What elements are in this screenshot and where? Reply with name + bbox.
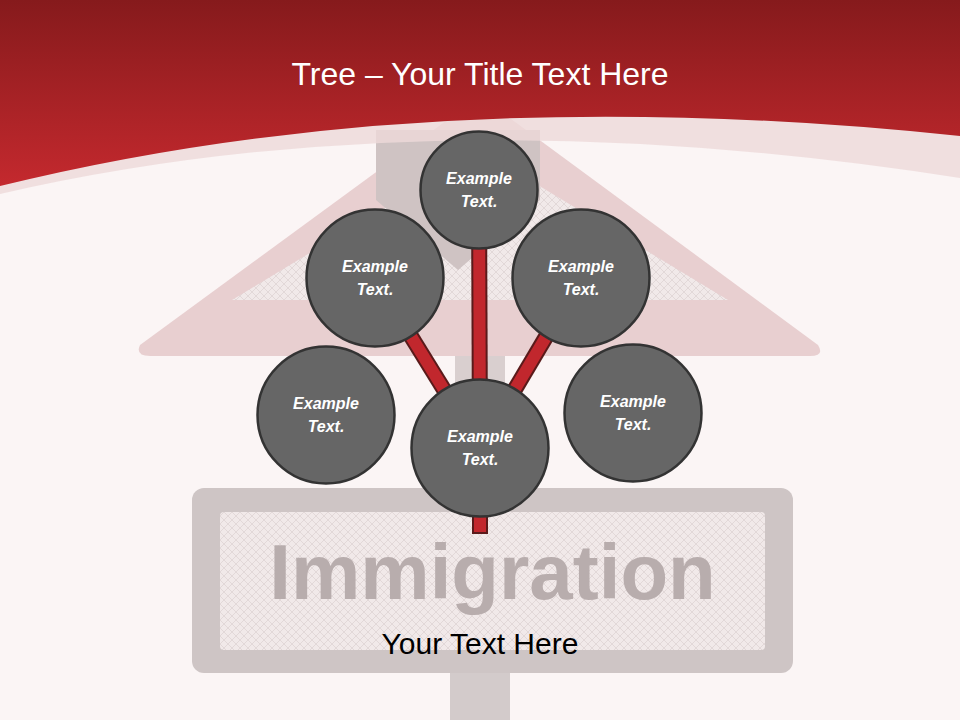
node-label: Example Text. xyxy=(281,392,372,438)
node-label: Example Text. xyxy=(435,425,526,471)
branch-line xyxy=(473,248,486,380)
slide-title: Tree – Your Title Text Here xyxy=(0,52,960,96)
branch-line xyxy=(411,336,445,390)
node-label: Example Text. xyxy=(588,390,679,436)
tree-branch xyxy=(411,336,445,390)
node-label: Example Text. xyxy=(440,167,518,213)
watermark-text: Immigration xyxy=(192,526,793,618)
circle-outline xyxy=(305,208,445,348)
tree-circle: Example Text. xyxy=(511,208,651,348)
circle-shape xyxy=(307,210,444,347)
circle-outline xyxy=(410,378,550,518)
tree-circle: Example Text. xyxy=(419,130,539,250)
node-label: Example Text. xyxy=(330,255,421,301)
tree-circle: Example Text. xyxy=(305,208,445,348)
circle-shape xyxy=(412,380,549,517)
circle-shape xyxy=(258,347,395,484)
circle-shape xyxy=(421,132,538,249)
circle-outline xyxy=(511,208,651,348)
branch-outline xyxy=(515,336,547,389)
branch-outline xyxy=(471,248,488,380)
circle-outline xyxy=(256,345,396,485)
tree-circle: Example Text. xyxy=(410,378,550,518)
tree-circle: Example Text. xyxy=(256,345,396,485)
branch-outline xyxy=(411,336,445,390)
circle-shape xyxy=(565,345,702,482)
branch-line xyxy=(515,336,547,389)
tree-branch xyxy=(479,248,481,380)
circle-shape xyxy=(513,210,650,347)
caption-text: Your Text Here xyxy=(0,624,960,664)
tree-branch xyxy=(515,336,547,389)
circle-outline xyxy=(419,130,539,250)
tree-circle: Example Text. xyxy=(563,343,703,483)
node-label: Example Text. xyxy=(536,255,627,301)
circle-outline xyxy=(563,343,703,483)
sign-pole-bottom xyxy=(450,673,510,720)
